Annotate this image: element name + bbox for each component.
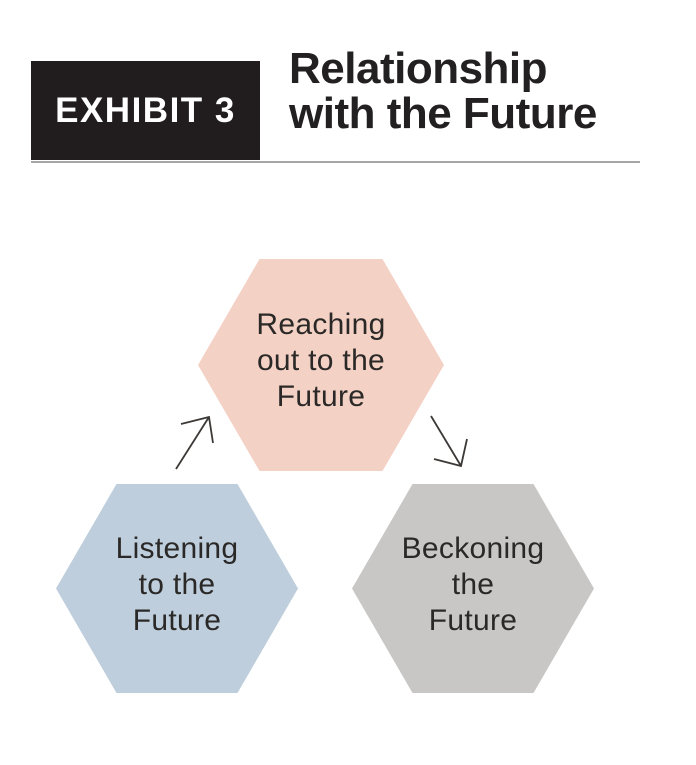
- hexagon-node-beckoning: Beckoning the Future: [352, 484, 594, 693]
- hexagon-node-listening: Listening to the Future: [56, 484, 298, 693]
- hexagon-node-label: Reaching out to the Future: [256, 308, 386, 413]
- exhibit-number-box: EXHIBIT 3: [31, 61, 260, 160]
- header-divider-line: [31, 161, 640, 163]
- figure-title: Relationship with the Future: [289, 44, 597, 138]
- hexagon-node-reaching-out: Reaching out to the Future: [198, 259, 444, 471]
- hexagon-node-label: Beckoning the Future: [401, 531, 545, 637]
- exhibit-number-label: EXHIBIT 3: [55, 90, 236, 130]
- arrow-reaching-to-beckoning-icon: [430, 415, 468, 468]
- hexagon-node-label: Listening to the Future: [115, 531, 239, 637]
- arrow-listening-to-reaching-icon: [175, 415, 214, 470]
